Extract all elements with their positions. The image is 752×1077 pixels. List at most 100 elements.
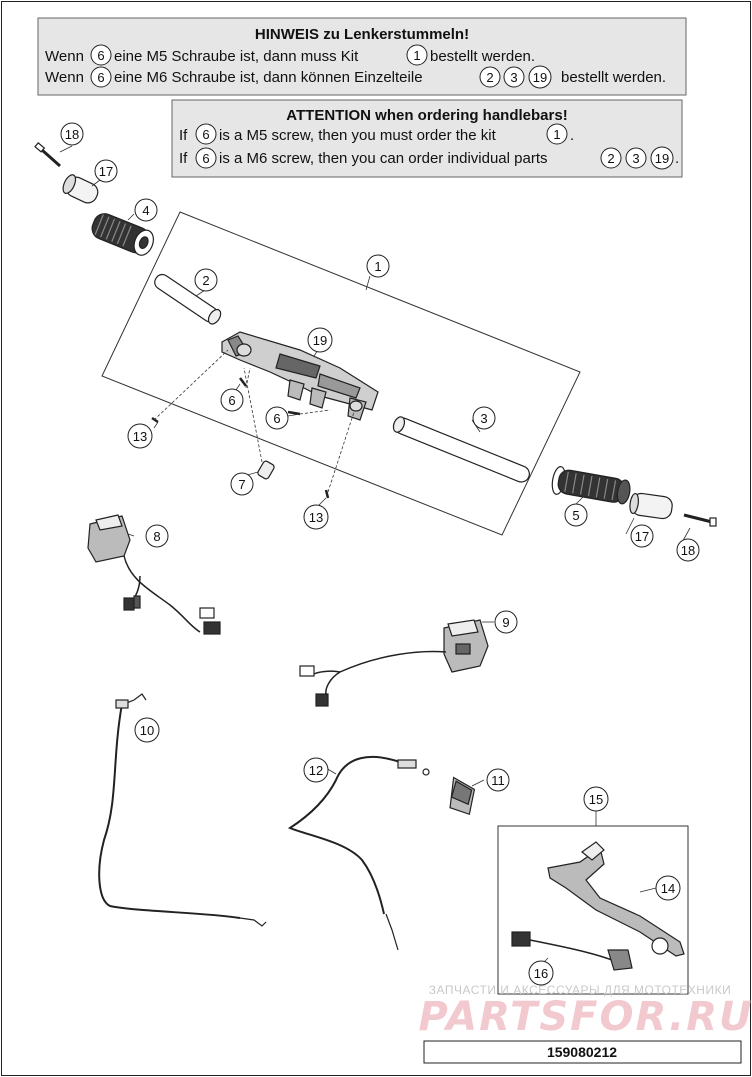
callout-6-left: 6 <box>220 388 244 412</box>
bar-end-17-bottom <box>629 492 673 520</box>
note-de-line2-part-c: 19 <box>533 70 547 85</box>
callout-18-bottom: 18 <box>676 538 700 562</box>
note-en-line2-part-a: 2 <box>607 151 614 166</box>
note-en-line2-part-c: 19 <box>655 151 669 166</box>
note-de-line2-ref: 6 <box>97 70 104 85</box>
handlebar-right-3 <box>392 416 530 483</box>
note-en-line1-kit: 1 <box>553 127 560 142</box>
svg-text:3: 3 <box>480 411 487 426</box>
switch-left-8 <box>87 514 221 635</box>
lever-switch-16 <box>511 931 633 971</box>
callout-8: 8 <box>145 524 169 548</box>
svg-text:5: 5 <box>572 508 579 523</box>
svg-text:8: 8 <box>153 529 160 544</box>
svg-text:14: 14 <box>661 881 675 896</box>
note-de-line1-mid: eine M5 Schraube ist, dann muss Kit <box>114 48 359 65</box>
callout-6-right: 6 <box>265 406 289 430</box>
boot-11 <box>449 776 476 816</box>
callout-3: 3 <box>472 406 496 430</box>
watermark: ЗАПЧАСТИ И АКСЕССУАРЫ ДЛЯ МОТОТЕХНИКИ PA… <box>418 983 752 1040</box>
svg-text:2: 2 <box>202 273 209 288</box>
screw-13-right <box>324 489 330 499</box>
callout-7: 7 <box>230 472 254 496</box>
screw-18-top <box>34 142 61 168</box>
svg-text:13: 13 <box>133 429 147 444</box>
document-number-box: 159080212 <box>423 1040 742 1064</box>
leader-lines <box>59 145 691 967</box>
svg-text:6: 6 <box>228 393 235 408</box>
handlebar-left-2 <box>154 273 222 325</box>
bar-end-17-top <box>62 174 99 204</box>
svg-text:17: 17 <box>635 529 649 544</box>
note-en-title: ATTENTION when ordering handlebars! <box>286 107 567 124</box>
note-en-line2-post: . <box>675 150 679 167</box>
grip-5 <box>551 466 631 505</box>
svg-text:16: 16 <box>534 966 548 981</box>
note-en-line1-pre: If <box>179 127 188 144</box>
lever-assembly-frame <box>497 825 689 995</box>
note-de-line2-pre: Wenn <box>45 69 84 86</box>
callout-19: 19 <box>307 327 333 353</box>
screw-7 <box>257 460 275 480</box>
svg-text:9: 9 <box>502 615 509 630</box>
clamp-19 <box>221 331 379 421</box>
callout-13-left: 13 <box>127 423 153 449</box>
svg-text:18: 18 <box>65 127 79 142</box>
note-de-line1-kit: 1 <box>413 48 420 63</box>
note-en-line2-mid: is a M6 screw, then you can order indivi… <box>219 150 548 167</box>
cable-10 <box>98 693 267 927</box>
callout-11: 11 <box>486 768 510 792</box>
note-de-line2-post: bestellt werden. <box>561 69 666 86</box>
callout-18-top: 18 <box>60 122 84 146</box>
note-en-line1-mid: is a M5 screw, then you must order the k… <box>219 127 497 144</box>
svg-text:7: 7 <box>238 477 245 492</box>
callout-9: 9 <box>494 610 518 634</box>
callout-13-right: 13 <box>303 504 329 530</box>
kit-frame <box>101 211 581 536</box>
note-de-line1-pre: Wenn <box>45 48 84 65</box>
document-number: 159080212 <box>547 1044 617 1060</box>
note-de-title: HINWEIS zu Lenkerstummeln! <box>255 26 469 43</box>
svg-text:19: 19 <box>313 333 327 348</box>
note-en-line2-part-b: 3 <box>632 151 639 166</box>
note-en-line1-post: . <box>570 127 574 144</box>
callout-16: 16 <box>528 960 554 986</box>
screw-6-left <box>239 377 247 387</box>
clutch-lever-14 <box>547 841 685 957</box>
cable-12 <box>287 755 430 951</box>
callout-12: 12 <box>303 757 329 783</box>
svg-text:12: 12 <box>309 763 323 778</box>
callout-17-bottom: 17 <box>630 524 654 548</box>
note-en-line2-ref: 6 <box>202 151 209 166</box>
screw-13-left <box>151 416 159 424</box>
svg-text:1: 1 <box>374 259 381 274</box>
callout-17-top: 17 <box>94 159 118 183</box>
watermark-tagline: ЗАПЧАСТИ И АКСЕССУАРЫ ДЛЯ МОТОТЕХНИКИ <box>429 983 731 997</box>
svg-text:11: 11 <box>491 773 505 788</box>
callout-5: 5 <box>564 503 588 527</box>
note-box-en: ATTENTION when ordering handlebars! If 6… <box>171 99 683 178</box>
svg-text:15: 15 <box>589 792 603 807</box>
note-en-line2-pre: If <box>179 150 188 167</box>
note-en-line1-ref: 6 <box>202 127 209 142</box>
screw-6-right <box>287 410 301 416</box>
callout-10: 10 <box>134 717 160 743</box>
svg-text:17: 17 <box>99 164 113 179</box>
svg-text:4: 4 <box>142 203 149 218</box>
callout-4: 4 <box>134 198 158 222</box>
screw-18-bottom <box>683 513 717 527</box>
callout-1: 1 <box>366 254 390 278</box>
watermark-logo: PARTSFOR.RU <box>418 994 752 1040</box>
parts-artwork <box>34 142 717 995</box>
svg-text:13: 13 <box>309 510 323 525</box>
note-de-line2-part-b: 3 <box>510 70 517 85</box>
note-de-line1-ref: 6 <box>97 48 104 63</box>
note-de-line2-mid: eine M6 Schraube ist, dann können Einzel… <box>114 69 423 86</box>
callout-2: 2 <box>194 268 218 292</box>
svg-text:18: 18 <box>681 543 695 558</box>
note-de-line2-part-a: 2 <box>486 70 493 85</box>
callout-14: 14 <box>655 875 681 901</box>
svg-text:6: 6 <box>273 411 280 426</box>
